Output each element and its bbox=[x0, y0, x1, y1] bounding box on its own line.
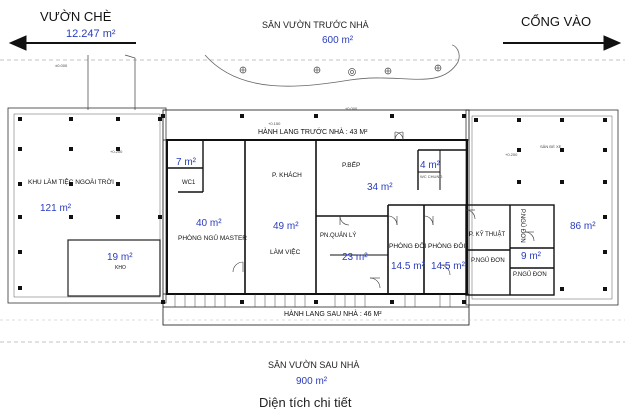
left-arrow-icon bbox=[8, 35, 136, 51]
wc1-label: WC1 bbox=[182, 180, 196, 186]
living-area: 49 m² bbox=[273, 221, 299, 232]
wc1-area: 7 m² bbox=[176, 157, 196, 168]
right-arrow-icon bbox=[503, 35, 622, 51]
tech-room-label: P. KỸ THUẬT bbox=[469, 232, 506, 238]
double-room-1-area: 14.5 m² bbox=[391, 261, 425, 272]
manager-area: 23 m² bbox=[342, 252, 368, 263]
level-mark: ±0.000 bbox=[345, 106, 358, 111]
level-mark: +0.150 bbox=[268, 121, 281, 126]
kitchen-area: 34 m² bbox=[367, 182, 393, 193]
site-boundary bbox=[0, 59, 625, 343]
single-room-b-label: P.NGỦ ĐƠN bbox=[471, 258, 505, 264]
storage-room bbox=[67, 239, 161, 297]
living-label: P. KHÁCH bbox=[272, 172, 302, 179]
back-garden-area: 900 m² bbox=[296, 376, 328, 387]
double-room-2-label: PHÒNG ĐÔI bbox=[428, 243, 466, 250]
level-mark: ±0.000 bbox=[55, 63, 68, 68]
double-room-1-label: PHÒNG ĐÔI bbox=[389, 243, 427, 250]
party-area-label: KHU LÀM TIỆC NGOÀI TRỜI bbox=[28, 179, 114, 186]
house-walls bbox=[162, 109, 470, 326]
tea-garden-area: 12.247 m² bbox=[66, 28, 116, 40]
door-swings bbox=[232, 131, 535, 289]
single-room-v-label: P.NGỦ ĐƠN bbox=[519, 209, 525, 243]
master-area: 40 m² bbox=[196, 218, 222, 229]
single-room-a-label: P.NGỦ ĐƠN bbox=[513, 272, 547, 278]
master-label: PHÒNG NGỦ MASTER bbox=[178, 235, 247, 242]
double-room-2-area: 14.5 m² bbox=[431, 261, 465, 272]
parking-label: SÂN ĐỂ XE bbox=[540, 144, 562, 149]
tea-garden-label: VƯỜN CHÈ bbox=[40, 9, 112, 24]
kitchen-label: P.BẾP bbox=[342, 162, 361, 169]
wc2-label: WC CHUNG bbox=[420, 174, 443, 179]
party-area-value: 121 m² bbox=[40, 203, 72, 214]
back-garden-label: SÂN VƯỜN SAU NHÀ bbox=[268, 360, 360, 370]
storage-area: 19 m² bbox=[107, 252, 133, 263]
back-windows bbox=[174, 294, 451, 307]
work-label: LÀM VIỆC bbox=[270, 249, 301, 256]
outdoor-deck bbox=[7, 107, 167, 304]
parking-area: 86 m² bbox=[570, 221, 596, 232]
level-mark: +0.200 bbox=[505, 152, 518, 157]
caption: Diện tích chi tiết bbox=[259, 395, 352, 410]
storage-label: KHO bbox=[115, 265, 126, 271]
front-corridor-label: HÀNH LANG TRƯỚC NHÀ : 43 m² bbox=[258, 129, 368, 136]
single-room-a-area: 9 m² bbox=[521, 251, 541, 262]
back-corridor-label: HÀNH LANG SAU NHÀ : 46 m² bbox=[284, 311, 382, 318]
wc2-area: 4 m² bbox=[420, 160, 440, 171]
front-garden-label: SÂN VƯỜN TRƯỚC NHÀ bbox=[262, 20, 369, 30]
garden-lamp-icons bbox=[239, 64, 442, 76]
manager-label: PN.QUẢN LÝ bbox=[320, 233, 357, 239]
right-wing-walls bbox=[465, 204, 555, 296]
column-markers bbox=[18, 114, 607, 304]
garden-path bbox=[204, 44, 460, 87]
entrance-gate-label: CỔNG VÀO bbox=[521, 14, 592, 29]
front-garden-area: 600 m² bbox=[322, 35, 354, 46]
level-mark: +0.200 bbox=[110, 149, 123, 154]
